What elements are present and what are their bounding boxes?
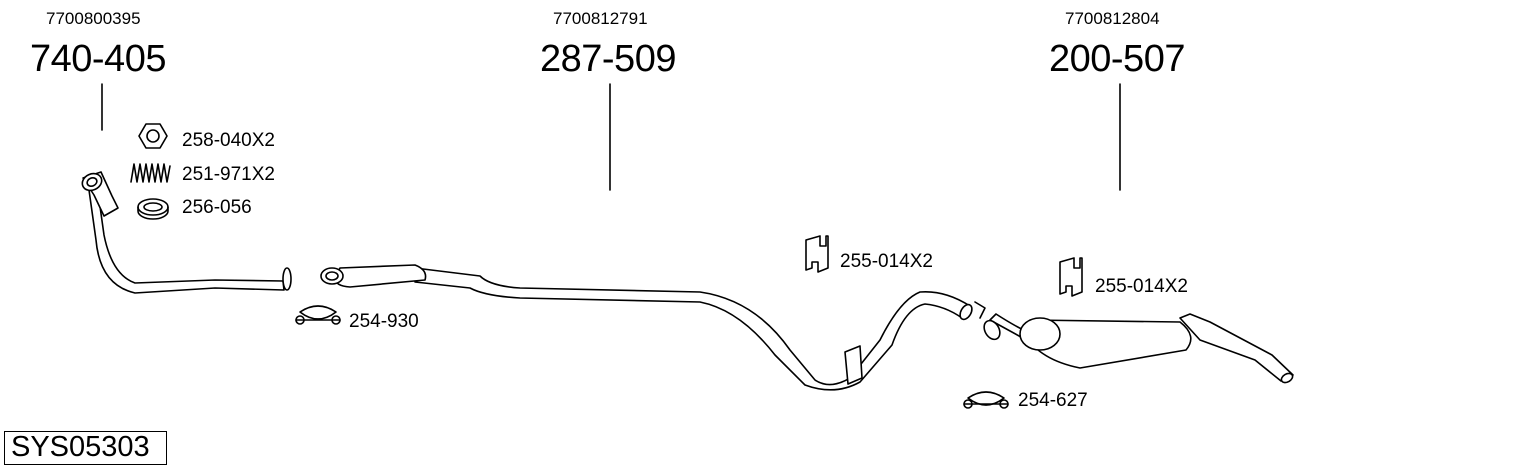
gasket-icon (137, 198, 169, 220)
label-spring: 251-971X2 (182, 164, 275, 185)
clamp-front-icon (295, 305, 341, 325)
middle-section-icon (320, 264, 973, 391)
part-number-front-pipe: 740-405 (30, 38, 166, 80)
part-number-middle-section: 287-509 (540, 38, 676, 80)
hanger-mid-icon (805, 235, 829, 273)
nut-icon (138, 123, 168, 149)
label-clamp-front: 254-930 (349, 311, 419, 332)
hanger-rear-icon (1059, 257, 1083, 297)
flange-mid-icon (974, 301, 986, 319)
label-gasket: 256-056 (182, 197, 252, 218)
label-clamp-rear: 254-627 (1018, 390, 1088, 411)
oem-number-middle-section: 7700812791 (553, 9, 648, 28)
oem-number-front-pipe: 7700800395 (46, 9, 141, 28)
part-number-rear-silencer: 200-507 (1049, 38, 1185, 80)
clamp-rear-icon (963, 391, 1009, 409)
label-hanger-rear: 255-014X2 (1095, 276, 1188, 297)
system-code-box: SYS05303 (4, 431, 167, 465)
label-nut: 258-040X2 (182, 130, 275, 151)
oem-number-rear-silencer: 7700812804 (1065, 9, 1160, 28)
rear-silencer-icon (983, 313, 1294, 384)
spring-icon (130, 163, 171, 183)
label-hanger-mid: 255-014X2 (840, 251, 933, 272)
front-pipe-icon (81, 171, 292, 294)
